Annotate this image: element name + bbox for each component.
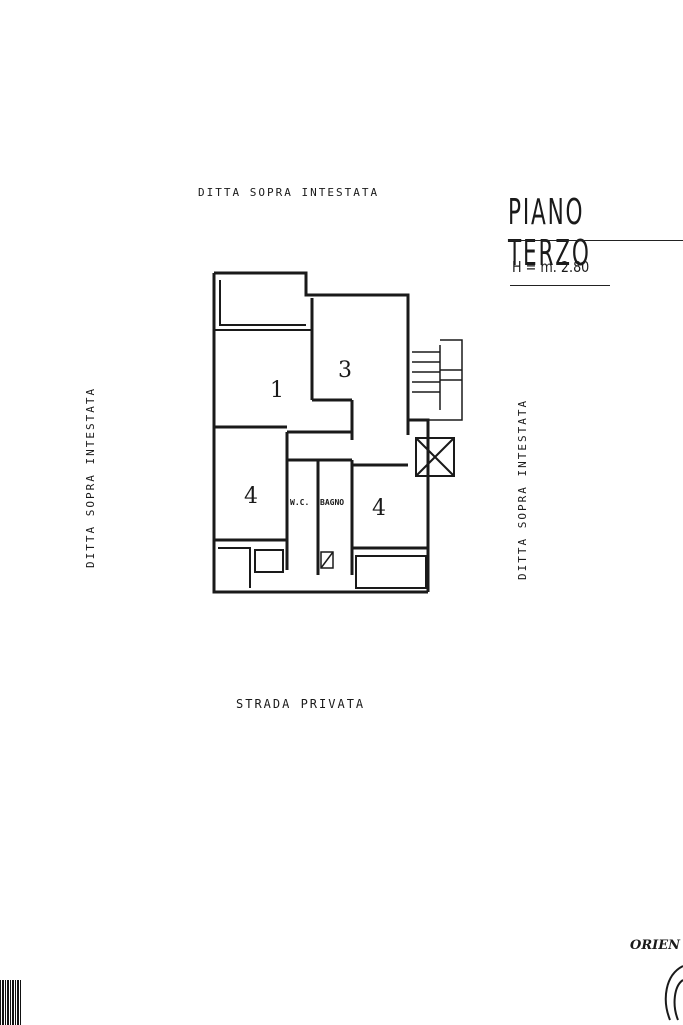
room-label-4a: 4 bbox=[244, 484, 258, 509]
height-label: H = m. 2.80 bbox=[512, 258, 590, 276]
height-underline bbox=[510, 285, 610, 286]
bathroom-shaft bbox=[320, 551, 334, 569]
wc-label: W.C. bbox=[290, 498, 310, 507]
room-label-1: 1 bbox=[270, 378, 284, 403]
interior-walls bbox=[214, 298, 428, 575]
barcode bbox=[0, 980, 22, 1025]
floor-title-underline bbox=[508, 240, 683, 241]
top-neighbor-label: DITTA SOPRA INTESTATA bbox=[198, 186, 380, 199]
room-label-3: 3 bbox=[338, 358, 352, 383]
floor-title: PIANO TERZO bbox=[508, 192, 591, 274]
orientation-label: ORIEN bbox=[630, 938, 681, 953]
room-label-4b: 4 bbox=[372, 496, 386, 521]
lift-shaft bbox=[415, 437, 455, 477]
stairs bbox=[412, 339, 463, 421]
bagno-label: BAGNO bbox=[320, 498, 345, 507]
balcony-bottom bbox=[218, 547, 427, 589]
street-label: STRADA PRIVATA bbox=[236, 697, 366, 711]
balcony-top-left bbox=[214, 280, 312, 331]
